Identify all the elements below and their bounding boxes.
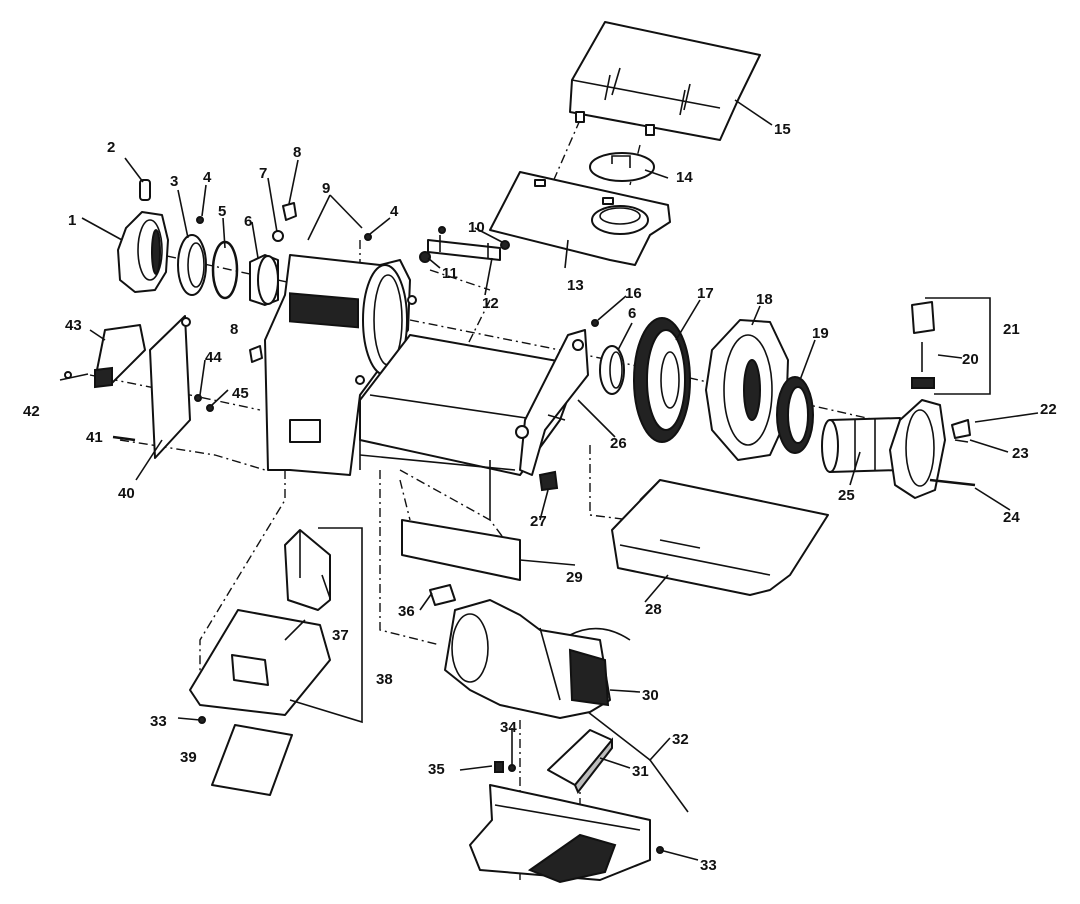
callout-19: 19	[812, 325, 829, 342]
callout-45: 45	[232, 385, 249, 402]
part-14-lid	[589, 152, 655, 182]
callout-4b: 4	[390, 203, 399, 220]
part-23-screw	[954, 439, 969, 443]
callout-31: 31	[632, 763, 649, 780]
callout-3: 3	[170, 173, 178, 190]
part-39-label	[211, 724, 293, 796]
callout-18: 18	[756, 291, 773, 308]
callout-33b: 33	[700, 857, 717, 874]
callout-9: 9	[322, 180, 330, 197]
callout-13: 13	[567, 277, 584, 294]
callout-44: 44	[205, 349, 222, 366]
callout-12: 12	[482, 295, 499, 312]
callout-42: 42	[23, 403, 40, 420]
callout-23: 23	[1012, 445, 1029, 462]
part-31-pedal-pad	[547, 729, 613, 794]
part-38-base-plate	[189, 609, 331, 716]
callout-14: 14	[676, 169, 693, 186]
part-6-bushing	[249, 254, 279, 306]
callout-20: 20	[962, 351, 979, 368]
callout-35: 35	[428, 761, 445, 778]
part-6b-bushing	[599, 345, 625, 395]
callout-27: 27	[530, 513, 547, 530]
callout-2: 2	[107, 139, 115, 156]
callout-32: 32	[672, 731, 689, 748]
part-8-bolt	[249, 202, 297, 363]
callout-25: 25	[838, 487, 855, 504]
callout-28: 28	[645, 601, 662, 618]
part-43-handle	[94, 324, 146, 389]
callout-29: 29	[566, 569, 583, 586]
part-4-screw	[196, 216, 372, 241]
part-17-gear	[633, 317, 691, 443]
part-22-pin	[951, 419, 971, 439]
part-32-foot-switch	[469, 784, 651, 884]
part-41-screw	[112, 435, 136, 442]
part-19-bearing	[776, 376, 814, 454]
part-26-rail	[547, 414, 566, 421]
part-5-snap-ring	[211, 240, 239, 300]
part-21-flange	[889, 301, 946, 499]
callout-6b: 6	[628, 305, 636, 322]
part-36-switch	[429, 584, 456, 606]
callout-17: 17	[697, 285, 714, 302]
callout-41: 41	[86, 429, 103, 446]
part-18-housing	[705, 319, 789, 461]
callout-34: 34	[500, 719, 517, 736]
part-1-end-cap	[117, 211, 169, 293]
part-37-cover	[284, 529, 331, 611]
callout-6: 6	[244, 213, 252, 230]
callout-43: 43	[65, 317, 82, 334]
callout-11: 11	[442, 265, 458, 282]
callout-30: 30	[642, 687, 659, 704]
main-frame	[264, 254, 589, 520]
part-25-spindle	[821, 417, 901, 473]
callout-15: 15	[774, 121, 791, 138]
callout-1: 1	[68, 212, 76, 229]
callout-8: 8	[293, 144, 301, 161]
part-44-45-fasteners	[194, 394, 214, 412]
part-28-chip-tray	[611, 479, 829, 596]
part-3-bearing	[177, 234, 207, 296]
callout-26: 26	[610, 435, 627, 452]
callout-10: 10	[468, 219, 485, 236]
callout-37: 37	[332, 627, 349, 644]
callout-39: 39	[180, 749, 197, 766]
part-12-bracket	[427, 235, 501, 261]
callout-22: 22	[1040, 401, 1057, 418]
part-30-motor	[444, 599, 631, 719]
part-40-side-plate	[149, 315, 191, 459]
part-24-bolt	[929, 478, 976, 487]
part-16-key	[591, 319, 599, 327]
callout-38: 38	[376, 671, 393, 688]
part-11-nut	[419, 251, 431, 263]
callout-40: 40	[118, 485, 135, 502]
part-29-plate	[401, 519, 521, 581]
part-7-set-screw	[272, 230, 284, 242]
part-13-upper-plate	[489, 171, 671, 266]
callout-24: 24	[1003, 509, 1020, 526]
callout-7: 7	[259, 165, 267, 182]
callout-labels: 1 2 3 4 5 6 7 8 9 4 10 11 12 13 14 15 16…	[23, 121, 1057, 874]
callout-5: 5	[218, 203, 226, 220]
part-2-pin	[139, 179, 151, 201]
part-15-top-cover	[569, 21, 761, 141]
leader-lines	[59, 99, 1039, 861]
part-10-screw	[438, 226, 510, 250]
callout-33: 33	[150, 713, 167, 730]
callout-21: 21	[1003, 321, 1020, 338]
callout-16: 16	[625, 285, 642, 302]
callout-4: 4	[203, 169, 212, 186]
callout-36: 36	[398, 603, 415, 620]
callout-8b: 8	[230, 321, 238, 338]
part-27-knob	[538, 470, 559, 492]
